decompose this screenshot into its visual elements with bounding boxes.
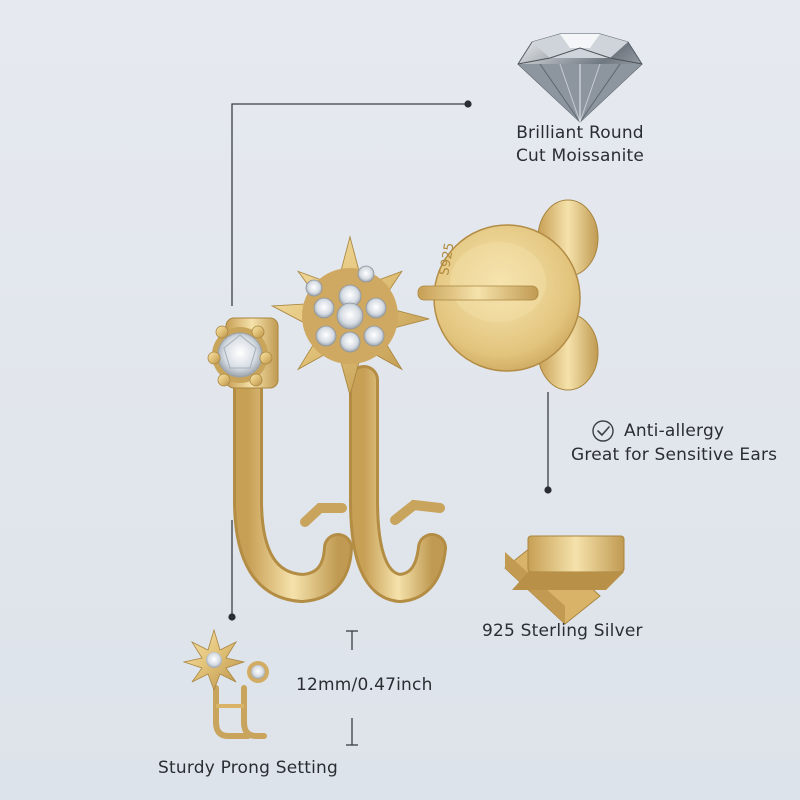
allergy-label-line2: Great for Sensitive Ears: [571, 445, 778, 465]
star-head: [270, 235, 430, 397]
solitaire-head: [207, 317, 279, 389]
earring-main: [233, 365, 447, 604]
allergy-label-line1: Anti-allergy: [624, 421, 725, 441]
stone-label-line1: Brilliant Round: [516, 123, 644, 143]
material-label: 925 Sterling Silver: [482, 621, 643, 641]
pointer-dots: [228, 100, 552, 621]
size-label: 12mm/0.47inch: [296, 675, 433, 695]
svg-text:S925: S925: [437, 242, 458, 277]
stone-label-line2: Cut Moissanite: [515, 146, 645, 166]
diamond-icon: [517, 33, 643, 124]
mini-earring-icon: [182, 628, 269, 739]
size-tick-marks: [346, 630, 358, 746]
pointer-lines: [231, 103, 549, 745]
check-circle-icon: [592, 420, 614, 442]
silver-bar-icon: [504, 535, 625, 625]
setting-label: Sturdy Prong Setting: [158, 758, 338, 778]
